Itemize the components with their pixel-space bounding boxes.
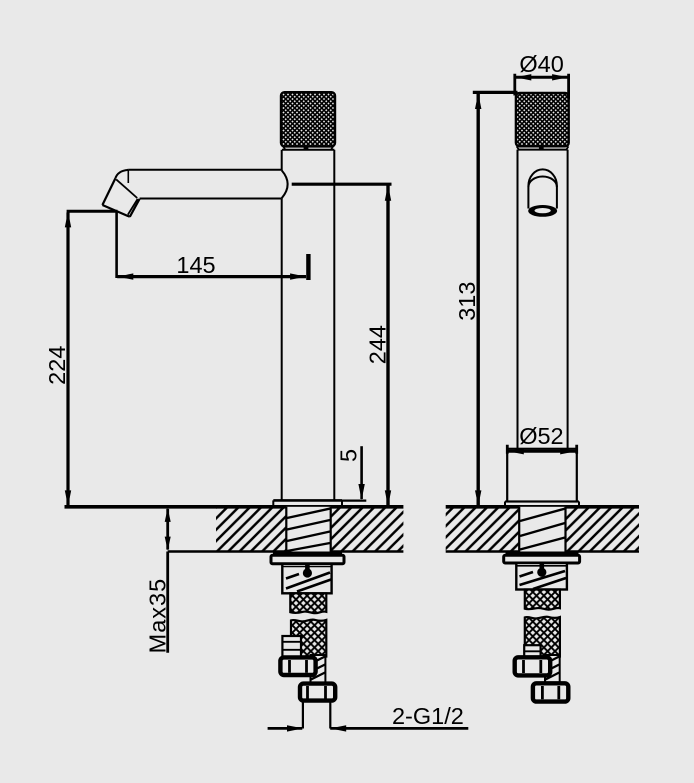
side-body <box>280 145 336 501</box>
dim-spout-reach <box>115 211 311 280</box>
front-hose-upper <box>523 588 561 611</box>
side-mounting-nut <box>281 562 333 595</box>
dim-base-plate <box>342 446 367 502</box>
front-hose-nut-lower-facets <box>541 686 561 700</box>
side-hose <box>289 592 328 658</box>
dim-label-handle-diameter: Ø40 <box>519 51 563 77</box>
dim-deck-thickness <box>164 507 171 653</box>
front-base <box>504 447 580 507</box>
dimension-labels: 224 145 244 5 Max35 313 Ø40 Ø52 2-G1/2 <box>44 51 564 729</box>
deck-hatch-left-b <box>330 508 404 552</box>
side-shank <box>285 506 332 553</box>
front-hose-nut-lower <box>530 681 571 704</box>
dim-label-deck-thickness: Max35 <box>145 578 171 654</box>
side-hose-upper <box>289 592 328 615</box>
side-inlet-pipe <box>301 700 332 729</box>
dimension-annotations <box>64 73 579 732</box>
dim-handle-diameter <box>513 73 570 100</box>
deck-hatch-right-b <box>565 508 639 552</box>
dim-label-total-height: 313 <box>454 282 480 321</box>
dim-label-outlet-height: 244 <box>365 325 391 364</box>
side-hose-nut-upper-facets <box>288 660 308 673</box>
front-spout-outlet <box>527 168 558 217</box>
side-hose-stem <box>281 634 303 659</box>
side-gasket <box>273 551 342 556</box>
deck-hatch-left-a <box>216 508 287 552</box>
side-hose-nut-lower <box>297 681 338 703</box>
front-handle-knurled <box>514 91 570 148</box>
front-body <box>515 145 570 449</box>
front-mounting-nut <box>515 561 569 591</box>
deck-hatch-right-a <box>445 508 520 552</box>
dim-label-spout-reach: 145 <box>176 252 215 278</box>
dim-label-base-diameter: Ø52 <box>519 423 563 449</box>
faucet-front-view <box>502 91 582 704</box>
dim-total-height <box>472 90 518 507</box>
dim-outlet-height <box>291 182 392 507</box>
front-gasket <box>505 551 579 556</box>
front-shank <box>518 506 567 552</box>
dim-spout-height <box>64 209 118 507</box>
dim-label-spout-height: 224 <box>44 346 70 385</box>
dim-base-diameter <box>505 444 579 455</box>
dim-label-base-plate: 5 <box>335 449 361 462</box>
side-washer <box>269 553 346 566</box>
faucet-side-view <box>101 90 346 729</box>
side-hose-nut-lower-facets <box>306 686 327 699</box>
side-handle-knurled <box>279 90 337 148</box>
dim-inlet-thread <box>267 725 469 732</box>
dim-label-inlet-thread: 2-G1/2 <box>392 703 464 729</box>
side-hose-nut-upper <box>278 655 318 678</box>
front-hose-nut-upper <box>512 655 553 678</box>
front-hose-nut-upper-facets <box>522 660 543 673</box>
